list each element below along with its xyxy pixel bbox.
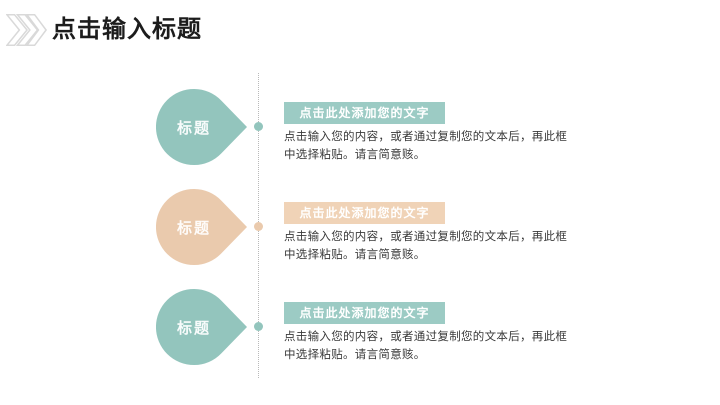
teardrop-pin-icon [156,189,247,265]
row-label: 标题 [176,119,211,137]
teardrop-pin-icon [156,289,247,365]
connector-dot [254,222,263,231]
row-label: 标题 [176,319,211,337]
timeline-row: 标题 点击此处添加您的文字 点击输入您的内容，或者通过复制您的文本后，再此框中选… [0,288,720,366]
row-body-text[interactable]: 点击输入您的内容，或者通过复制您的文本后，再此框中选择粘贴。请言简意赅。 [284,331,568,361]
row-body-text[interactable]: 点击输入您的内容，或者通过复制您的文本后，再此框中选择粘贴。请言简意赅。 [284,131,568,161]
row-label-shape[interactable]: 标题 [156,188,248,266]
timeline-row: 标题 点击此处添加您的文字 点击输入您的内容，或者通过复制您的文本后，再此框中选… [0,88,720,166]
row-label-shape[interactable]: 标题 [156,288,248,366]
row-label-shape[interactable]: 标题 [156,88,248,166]
row-label: 标题 [176,219,211,237]
slide-title[interactable]: 点击输入标题 [52,16,202,43]
double-chevron-icon [6,13,48,47]
connector-dot [254,122,263,131]
timeline-row: 标题 点击此处添加您的文字 点击输入您的内容，或者通过复制您的文本后，再此框中选… [0,188,720,266]
row-heading-bar[interactable]: 点击此处添加您的文字 [284,102,445,124]
teardrop-pin-icon [156,89,247,165]
row-heading-bar[interactable]: 点击此处添加您的文字 [284,302,445,324]
slide-header: 点击输入标题 [6,13,202,47]
connector-dot [254,322,263,331]
row-heading-bar[interactable]: 点击此处添加您的文字 [284,202,445,224]
row-body-text[interactable]: 点击输入您的内容，或者通过复制您的文本后，再此框中选择粘贴。请言简意赅。 [284,231,568,261]
